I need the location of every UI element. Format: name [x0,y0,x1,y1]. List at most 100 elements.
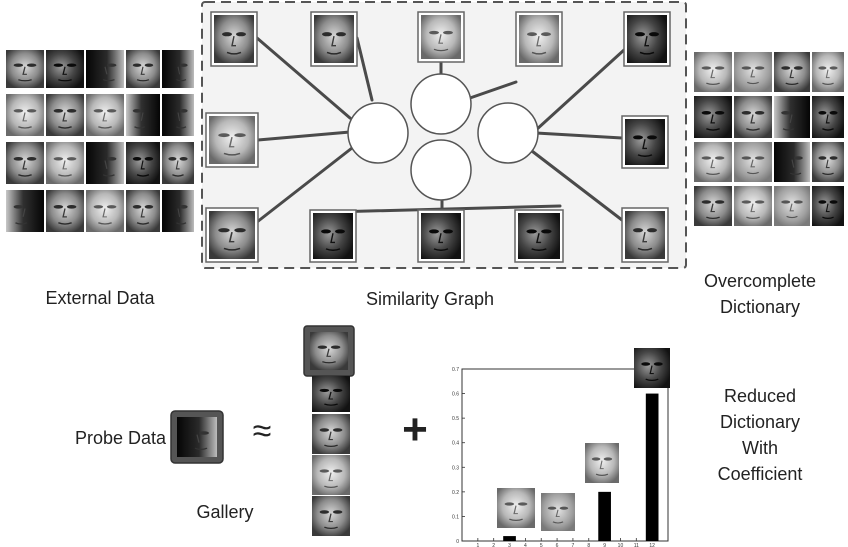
overcomplete-dictionary-label-line1: Overcomplete [703,271,817,291]
overcomplete-dictionary-grid [694,52,844,226]
external-face-image [46,94,84,136]
dictionary-face-image [694,142,732,182]
reduced-label-line1: Reduced [723,386,797,406]
chart-x-tick-label: 12 [649,543,655,547]
graph-edge [256,130,352,142]
probe-face [177,417,217,457]
chart-x-tick-label: 3 [508,543,511,547]
external-face-image [126,50,160,88]
similarity-graph-box [201,1,687,269]
chart-x-tick-label: 8 [587,543,590,547]
gallery-column [303,325,355,536]
probe-data-label: Probe Data [74,428,166,448]
reduced-dictionary-label: Reduced Dictionary With Coefficient [690,383,830,487]
overcomplete-dictionary-label-line2: Dictionary [719,297,801,317]
external-data-label: External Data [45,288,155,308]
dictionary-face-image [812,186,844,226]
plus-symbol: + [402,405,428,454]
external-face-image [126,190,160,232]
graph-node-face [519,15,559,63]
external-face-image [6,94,44,136]
chart-bar-9 [598,491,611,541]
bar-face-thumbnail [497,488,535,528]
reduced-label-line3: With [742,438,778,458]
external-face-image [6,190,44,232]
graph-node-face [209,211,255,259]
cluster-center-node [410,73,472,135]
reduced-label-line2: Dictionary [719,412,801,432]
dictionary-face-image [734,142,772,182]
reduced-label-line4: Coefficient [717,464,803,484]
cluster-center-node [347,102,409,164]
graph-node-face [627,15,667,63]
gallery-label: Gallery [196,502,254,522]
external-face-image [6,142,44,184]
chart-bar-12 [645,393,659,541]
chart-x-tick-label: 5 [540,543,543,547]
chart-y-tick-label: 0.5 [452,416,459,422]
chart-y-tick-label: 0.6 [452,392,459,398]
graph-node-face [209,116,255,164]
chart-bars [503,393,659,541]
dictionary-face-image [812,96,844,138]
graph-node-face [313,213,353,259]
graph-edge [468,80,518,100]
graph-node-face [625,119,665,165]
graph-node-face [314,15,354,63]
gallery-face-image [312,455,350,495]
graph-edge [526,146,624,222]
gallery-face-image [312,414,350,454]
chart-x-tick-label: 6 [556,543,559,547]
similarity-graph-label: Similarity Graph [365,289,495,309]
gallery-face-image [312,496,350,536]
probe-image [170,410,224,464]
external-face-image [46,142,84,184]
overcomplete-dictionary-label: Overcomplete Dictionary [680,268,840,320]
external-face-image [46,190,84,232]
dictionary-face-image [774,96,810,138]
bar-face-thumbnail [634,348,670,388]
dictionary-face-image [774,186,810,226]
graph-edge [329,204,562,214]
external-face-image [162,142,194,184]
gallery-face-image [310,332,348,370]
graph-circle-nodes [347,73,539,201]
dictionary-face-image [694,186,732,226]
graph-edge [534,131,624,140]
bar-face-thumbnail [541,493,575,531]
graph-node-face [421,15,461,59]
external-face-image [126,142,160,184]
chart-y-tick-label: 0 [456,539,459,545]
external-face-image [162,190,194,232]
graph-edge [534,48,626,132]
graph-edge [255,146,354,224]
chart-x-tick-label: 2 [492,543,495,547]
graph-node-face [214,15,254,63]
external-face-image [86,50,124,88]
gallery-face-image [312,376,350,412]
chart-y-tick-label: 0.7 [452,367,459,373]
chart-x-tick-label: 10 [618,543,624,547]
external-face-image [6,50,44,88]
cluster-center-node [477,102,539,164]
graph-node-face [518,213,560,259]
chart-x-tick-label: 1 [476,543,479,547]
external-face-image [126,94,160,136]
chart-x-tick-label: 9 [603,543,606,547]
external-face-image [162,50,194,88]
graph-node-face [625,211,665,259]
chart-bar-3 [503,536,516,541]
dictionary-face-image [694,96,732,138]
dictionary-face-image [812,142,844,182]
chart-y-ticks: 00.10.20.30.40.50.60.7 [452,367,465,545]
bar-face-thumbnail [585,443,619,483]
graph-edge [355,36,374,102]
external-face-image [86,94,124,136]
dictionary-face-image [774,52,810,92]
chart-x-tick-label: 11 [634,543,639,547]
graph-edge [255,36,352,120]
external-face-image [86,142,124,184]
dictionary-face-image [694,52,732,92]
